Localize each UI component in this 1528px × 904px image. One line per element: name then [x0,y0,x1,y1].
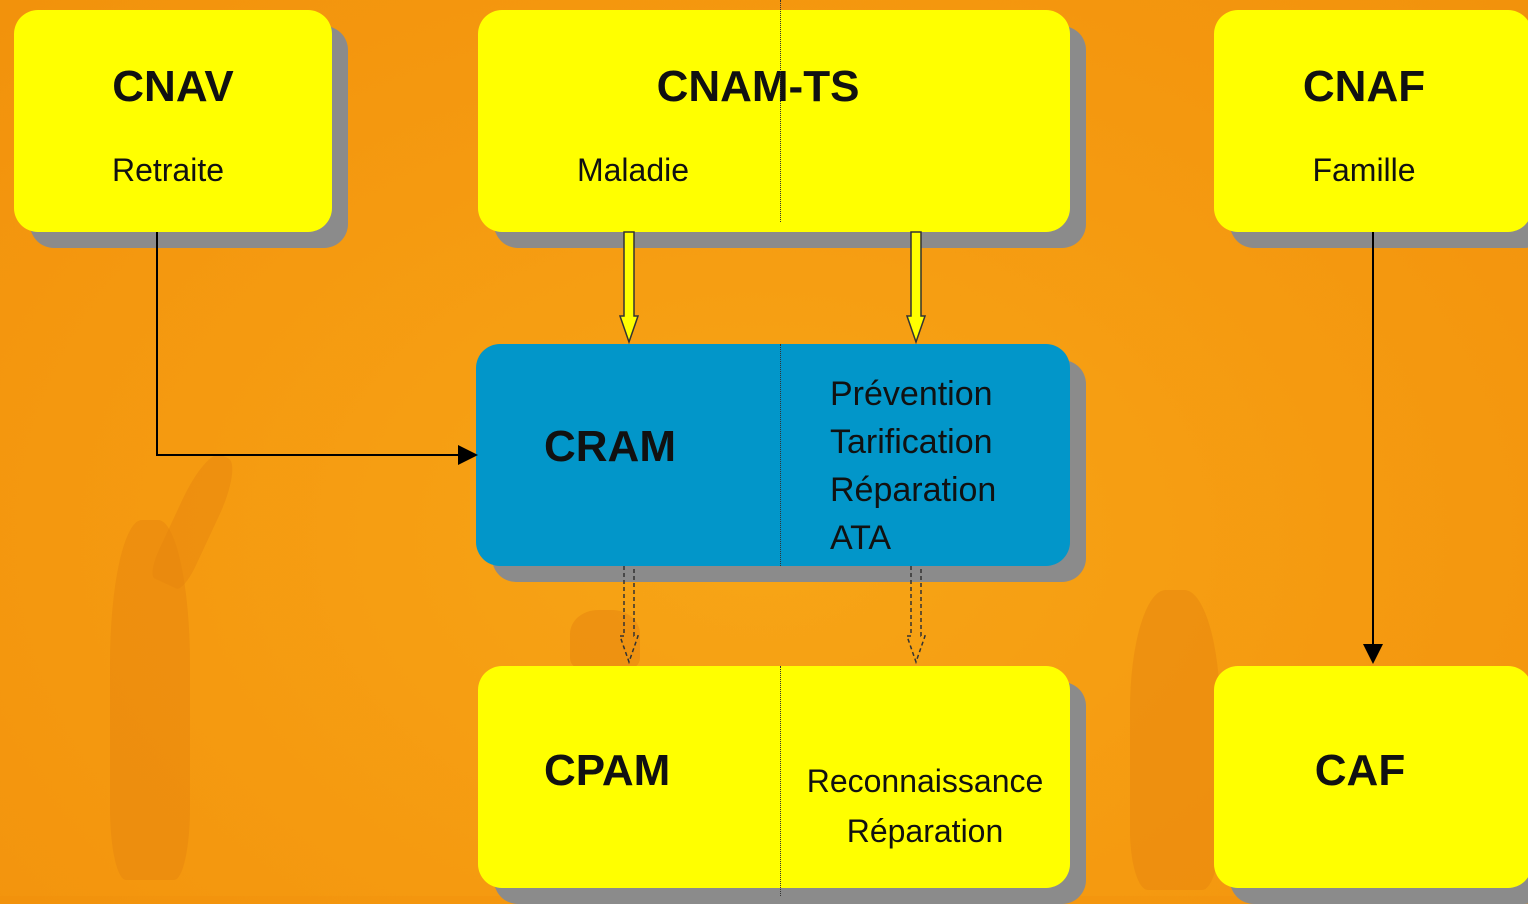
cnaf-subtitle: Famille [1312,152,1416,188]
cpam-item: Réparation [846,813,1004,849]
cpam-box: CPAM Reconnaissance Réparation [478,666,1070,896]
cnav-box: CNAV Retraite [14,10,332,232]
cram-item-list: Prévention Tarification Réparation ATA [830,370,996,562]
cram-item: Réparation [830,471,997,509]
cpam-divider [780,666,781,896]
cram-item: ATA [830,519,892,557]
caf-box: CAF [1214,666,1528,888]
cram-to-cpam-left-arrow [618,566,640,665]
cnaf-title: CNAF [1302,62,1426,111]
cnaf-box: CNAF Famille [1214,10,1528,232]
cram-divider [780,344,781,566]
caf-title: CAF [1314,746,1406,795]
cram-title: CRAM [544,422,676,471]
cnamts-to-cram-right-arrow [905,231,927,345]
cram-item: Prévention [830,375,993,413]
cnav-subtitle: Retraite [111,152,225,188]
cpam-item-list: Reconnaissance Réparation [798,756,1052,856]
cpam-item: Reconnaissance [806,763,1044,799]
cram-to-cpam-right-arrow [905,566,927,665]
cpam-title: CPAM [544,746,671,795]
background-figure-right [1130,590,1220,890]
cram-item: Tarification [830,423,993,461]
cnamts-subtitle: Maladie [576,152,690,188]
cnamts-title: CNAM-TS [656,62,860,111]
cnav-to-cram-arrow [156,232,478,465]
cram-box: CRAM Prévention Tarification Réparation … [476,344,1070,566]
cnamts-box: CNAM-TS Maladie [478,0,1070,232]
cnav-title: CNAV [112,62,234,111]
cnamts-divider [780,0,781,222]
cnamts-to-cram-left-arrow [618,231,640,345]
